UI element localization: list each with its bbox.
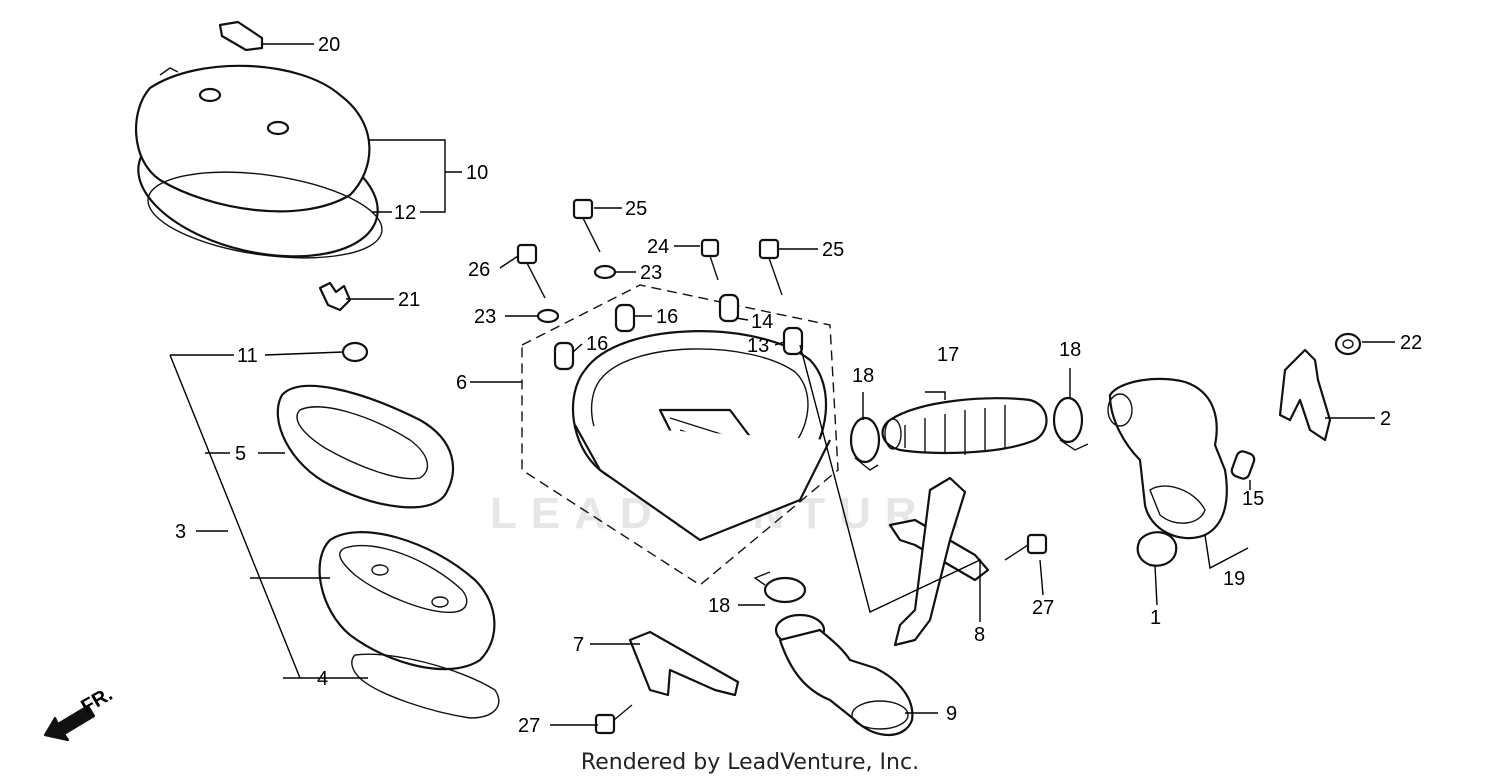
part-23-washer-b bbox=[536, 308, 560, 324]
part-2-bracket bbox=[1278, 348, 1332, 442]
part-18-clamp-b bbox=[1052, 396, 1089, 451]
part-26-bolt bbox=[516, 243, 546, 299]
callout-14: 14 bbox=[751, 311, 773, 333]
part-8-stay bbox=[888, 476, 990, 647]
callout-5: 5 bbox=[235, 443, 246, 465]
callout-1: 1 bbox=[1150, 607, 1161, 629]
part-17-tube bbox=[881, 397, 1048, 455]
part-25-bolt-a bbox=[572, 198, 601, 253]
part-27-bolt-b bbox=[594, 704, 633, 735]
callout-27-a: 27 bbox=[1032, 597, 1054, 619]
part-27-bolt-a bbox=[1004, 533, 1048, 561]
part-15-pin bbox=[1230, 450, 1256, 480]
footer-credit: Rendered by LeadVenture, Inc. bbox=[580, 750, 920, 775]
callout-4: 4 bbox=[317, 668, 328, 690]
part-11-grommet bbox=[341, 341, 369, 363]
part-5-foam-element bbox=[276, 384, 454, 509]
part-16-collar-b bbox=[614, 303, 636, 333]
part-1-gasket bbox=[1136, 531, 1178, 567]
callout-9: 9 bbox=[946, 703, 957, 725]
callout-22: 22 bbox=[1400, 332, 1422, 354]
callout-3: 3 bbox=[175, 521, 186, 543]
part-18-clamp-c bbox=[753, 571, 807, 604]
callout-26: 26 bbox=[468, 259, 490, 281]
callout-6: 6 bbox=[456, 372, 467, 394]
leader-lines bbox=[169, 43, 1395, 726]
part-22-nut bbox=[1334, 332, 1362, 356]
callout-10: 10 bbox=[466, 162, 488, 184]
part-23-washer-a bbox=[593, 264, 617, 280]
callout-18-c: 18 bbox=[708, 595, 730, 617]
part-18-clamp-a bbox=[849, 416, 881, 471]
callout-25-a: 25 bbox=[625, 198, 647, 220]
callout-7: 7 bbox=[573, 634, 584, 656]
callout-18-b: 18 bbox=[1059, 339, 1081, 361]
callout-16-a: 16 bbox=[656, 306, 678, 328]
part-6-air-box bbox=[521, 284, 839, 586]
callout-11: 11 bbox=[237, 345, 258, 367]
part-4-paper-element bbox=[318, 531, 500, 719]
callout-8: 8 bbox=[974, 624, 985, 646]
part-20-clip bbox=[218, 20, 264, 52]
callout-17: 17 bbox=[937, 344, 959, 366]
part-21-wing-nut bbox=[318, 281, 352, 312]
callout-20: 20 bbox=[318, 34, 340, 56]
callout-25-b: 25 bbox=[822, 239, 844, 261]
callout-27-b: 27 bbox=[518, 715, 540, 737]
callout-16-b: 16 bbox=[586, 333, 608, 355]
part-16-collar-a bbox=[553, 341, 575, 371]
part-24-bolt bbox=[700, 238, 720, 281]
callout-23-a: 23 bbox=[640, 262, 662, 284]
callout-24: 24 bbox=[647, 236, 669, 258]
callout-12: 12 bbox=[394, 202, 416, 224]
part-7-bracket bbox=[628, 630, 740, 697]
callout-18-a: 18 bbox=[852, 365, 874, 387]
part-25-bolt-b bbox=[758, 238, 783, 296]
front-direction-arrow bbox=[43, 704, 96, 742]
callout-23-b: 23 bbox=[474, 306, 496, 328]
callout-21: 21 bbox=[398, 289, 420, 311]
callout-19: 19 bbox=[1223, 568, 1245, 590]
part-14-collar bbox=[718, 293, 740, 323]
callout-15: 15 bbox=[1242, 488, 1264, 510]
part-13-collar bbox=[782, 326, 804, 356]
part-19-joint bbox=[1107, 377, 1228, 540]
callout-2: 2 bbox=[1380, 408, 1391, 430]
part-10-cover bbox=[134, 64, 379, 258]
callout-13: 13 bbox=[747, 335, 769, 357]
part-9-boot bbox=[774, 613, 914, 736]
part-12-gasket bbox=[147, 171, 383, 259]
